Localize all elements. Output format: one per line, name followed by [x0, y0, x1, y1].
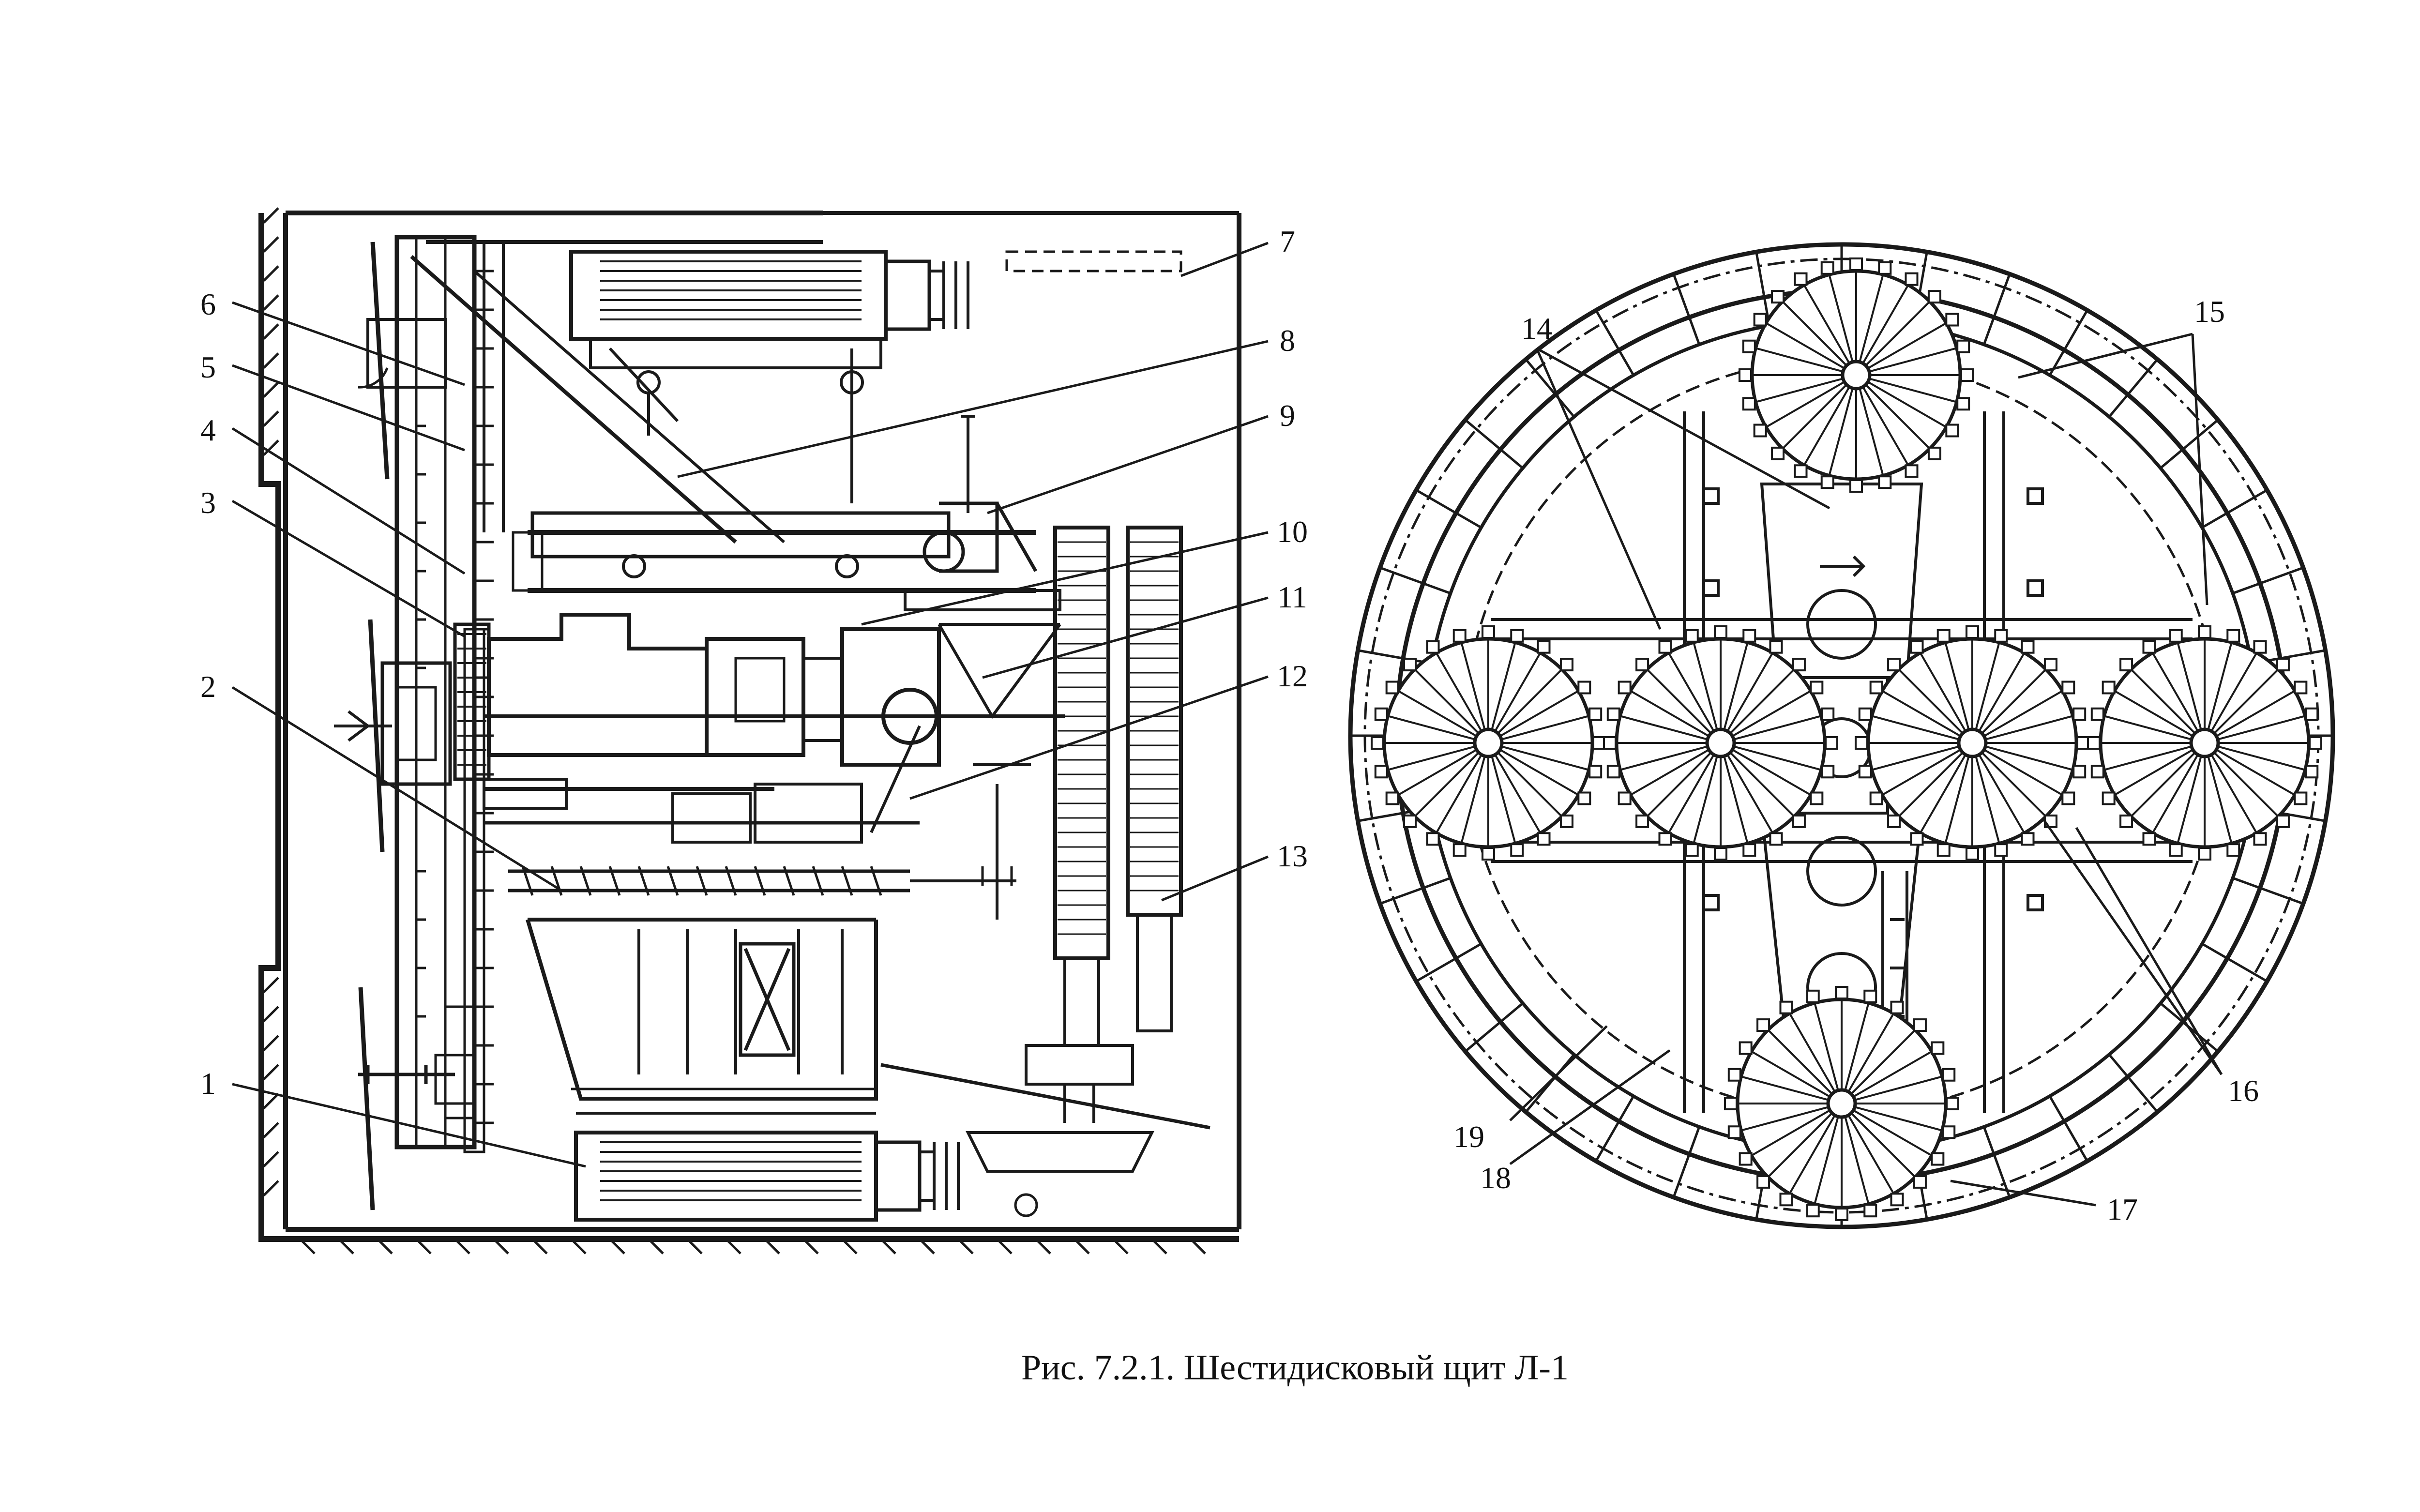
- cutter-disc: [1855, 625, 2090, 861]
- part-label-6: 6: [200, 287, 216, 321]
- ring-segment-line: [1357, 649, 1432, 665]
- part-label-11: 11: [1277, 580, 1307, 614]
- cutter-discs-edge: [334, 242, 476, 1210]
- screw-conveyor: [508, 866, 1016, 896]
- ring-segment-line: [1755, 251, 1771, 326]
- front-view: [1348, 242, 2335, 1229]
- figure-caption: Рис. 7.2.1. Шестидисковый щит Л-1: [1021, 1348, 1569, 1388]
- cutter-disc: [1739, 257, 1974, 493]
- part-label-7: 7: [1280, 224, 1295, 258]
- part-label-19: 19: [1453, 1119, 1484, 1154]
- ring-segment-line: [2048, 1095, 2088, 1162]
- ring-segment-line: [1982, 273, 2011, 345]
- ring-segment-line: [1595, 309, 1635, 376]
- drive-housing: [484, 613, 1065, 767]
- ring-segment-line: [1415, 489, 1482, 529]
- part-label-8: 8: [1280, 323, 1295, 358]
- ring-segment-line: [1464, 1002, 1524, 1053]
- part-label-13: 13: [1277, 839, 1308, 873]
- part-label-4: 4: [200, 413, 216, 447]
- ring-segment-line: [1525, 358, 1575, 418]
- ring-segment-line: [1464, 419, 1524, 469]
- ring-segment-line: [1672, 273, 1701, 345]
- ring-segment-line: [2232, 566, 2304, 595]
- upper-jack: [569, 250, 969, 503]
- side-leader-lines: [231, 242, 1269, 1168]
- part-label-14: 14: [1521, 311, 1552, 346]
- erector-arm: [880, 526, 1210, 1130]
- ring-segment-line: [1982, 1126, 2011, 1198]
- front-leader-lines: [1509, 333, 2223, 1207]
- ring-segment-line: [2108, 358, 2159, 418]
- cutter-disc: [1724, 986, 1959, 1221]
- part-label-12: 12: [1277, 659, 1308, 693]
- lower-jack: [574, 1112, 1154, 1222]
- part-label-5: 5: [200, 350, 216, 384]
- ring-segment-line: [2108, 1054, 2159, 1113]
- ring-segment-line: [2160, 419, 2219, 469]
- cutter-discs: [1371, 257, 2322, 1221]
- part-label-1: 1: [200, 1066, 216, 1101]
- part-label-10: 10: [1277, 514, 1308, 549]
- platform: [530, 415, 1061, 611]
- part-label-2: 2: [200, 669, 216, 704]
- ring-segment-line: [2201, 942, 2268, 983]
- cutter-disc: [2087, 625, 2322, 861]
- ring-segment-line: [2048, 309, 2088, 376]
- ring-segment-line: [1672, 1126, 1701, 1198]
- part-label-17: 17: [2107, 1192, 2138, 1226]
- ring-segment-line: [1379, 566, 1451, 595]
- ring-segment-line: [1379, 877, 1451, 905]
- ring-segment-line: [2201, 489, 2268, 529]
- ring-segment-line: [2232, 877, 2304, 905]
- ring-segment-line: [1525, 1054, 1575, 1113]
- ring-segments: [1350, 244, 2333, 1227]
- cutter-disc: [1371, 625, 1606, 861]
- part-label-18: 18: [1480, 1161, 1511, 1195]
- part-labels: 1 2 3 4 5 6 7 8 9 10 11 12 13 14 15 16 1…: [200, 224, 2259, 1226]
- part-label-3: 3: [200, 485, 216, 520]
- cutter-disc: [1603, 625, 1838, 861]
- ring-segment-line: [1595, 1095, 1635, 1162]
- side-section-view: [231, 207, 1269, 1255]
- part-label-16: 16: [2228, 1074, 2259, 1108]
- main-gear: [453, 622, 921, 844]
- part-label-15: 15: [2194, 294, 2225, 329]
- ring-segment-line: [1415, 942, 1482, 983]
- part-label-9: 9: [1280, 398, 1295, 433]
- lower-frame: [526, 918, 878, 1101]
